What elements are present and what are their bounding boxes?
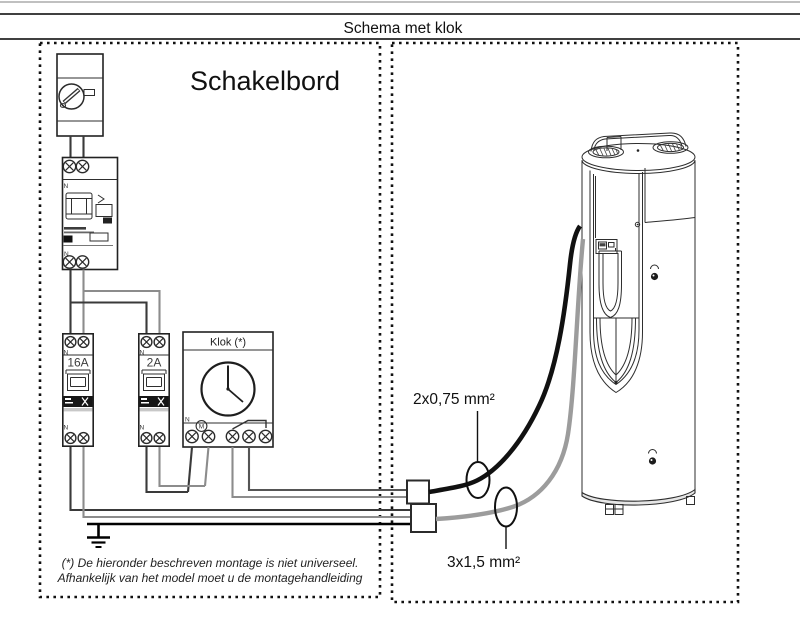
contact-symbol-icon — [232, 419, 267, 430]
breaker-16a-label: 16A — [67, 356, 88, 370]
fan-grille-left-icon — [588, 145, 624, 159]
ground-symbol-icon — [87, 524, 110, 548]
main-switch — [56, 53, 104, 137]
breaker-2a: N 2A N — [139, 334, 169, 446]
page-rules — [0, 1, 800, 40]
rcd-breaker: N N — [61, 156, 119, 271]
footnote-line1: (*) De hieronder beschreven montage is n… — [62, 556, 359, 570]
cable-label-power: 3x1,5 mm² — [447, 554, 520, 571]
power-cable-callout — [494, 486, 518, 549]
breaker-16a-n-bottom: N — [64, 425, 69, 432]
clock-module-title: Klok (*) — [210, 337, 246, 349]
breaker-16a: N 16A N — [63, 334, 93, 446]
breaker-16a-n-top: N — [64, 350, 69, 357]
signal-cable — [428, 224, 582, 495]
breaker-2a-n-bottom: N — [140, 425, 145, 432]
cable-label-signal: 2x0,75 mm² — [413, 391, 495, 408]
heatpump-box — [390, 41, 740, 604]
distribution-wires — [69, 269, 161, 334]
page-title: Schema met klok — [344, 20, 463, 37]
switchboard-title: Schakelbord — [190, 66, 340, 96]
clock-module: Klok (*) N M — [182, 331, 274, 448]
breaker-2a-label: 2A — [147, 356, 162, 370]
output-wires — [69, 446, 412, 526]
junction-box-lower — [410, 503, 437, 533]
clock-face-icon — [200, 361, 256, 417]
rcd-n-bottom: N — [64, 251, 69, 258]
clock-n-label: N — [185, 417, 190, 424]
rcd-n-top: N — [64, 183, 69, 190]
heat-pump-unit — [581, 132, 696, 515]
footnote-line2: Afhankelijk van het model moet u de mont… — [57, 571, 363, 585]
power-cable — [435, 238, 586, 522]
fan-grille-right-icon — [652, 141, 689, 154]
fitting-upper-icon — [650, 264, 659, 281]
control-display — [595, 239, 618, 254]
signal-cable-callout — [465, 411, 491, 499]
junction-box-upper — [406, 479, 430, 505]
switchboard-box — [38, 41, 382, 599]
clock-motor-label: M — [199, 424, 204, 431]
breaker-2a-n-top: N — [140, 350, 145, 357]
fitting-lower-icon — [648, 449, 657, 465]
